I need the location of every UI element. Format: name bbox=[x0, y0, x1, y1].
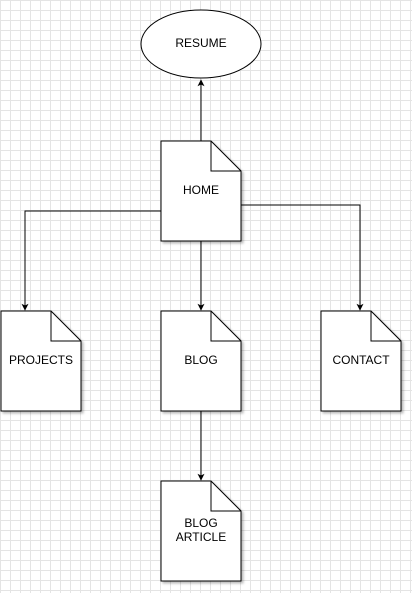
node-home[interactable]: HOME bbox=[160, 140, 242, 242]
arrow-home-to-projects bbox=[21, 210, 161, 311]
node-resume[interactable]: RESUME bbox=[140, 9, 262, 79]
node-resume-label: RESUME bbox=[175, 36, 226, 50]
node-home-label-line: HOME bbox=[183, 183, 219, 197]
node-home-document-shape bbox=[160, 140, 242, 242]
node-home-label: HOME bbox=[183, 183, 219, 197]
arrow-home-to-contact bbox=[241, 204, 364, 311]
node-blog[interactable]: BLOG bbox=[160, 310, 242, 412]
node-projects-document-shape bbox=[0, 310, 82, 412]
node-projects-fold-corner bbox=[50, 311, 81, 342]
node-blog-article-label-line: ARTICLE bbox=[176, 530, 226, 544]
node-contact[interactable]: CONTACT bbox=[320, 310, 402, 412]
node-contact-document-shape bbox=[320, 310, 402, 412]
node-projects[interactable]: PROJECTS bbox=[0, 310, 82, 412]
node-contact-label: CONTACT bbox=[332, 353, 390, 367]
node-blog-fold-corner bbox=[210, 311, 241, 342]
node-blog-label-line: BLOG bbox=[184, 353, 217, 367]
node-blog-article-fold-corner bbox=[210, 481, 241, 512]
node-resume-label-line: RESUME bbox=[175, 36, 226, 50]
node-blog-article-label-line: BLOG bbox=[184, 516, 217, 530]
node-home-fold-corner bbox=[210, 141, 241, 172]
node-resume-ellipse bbox=[140, 9, 262, 79]
node-blog-label: BLOG bbox=[184, 353, 217, 367]
node-contact-fold-corner bbox=[370, 311, 401, 342]
node-blog-article-document-shape bbox=[160, 480, 242, 582]
node-contact-label-line: CONTACT bbox=[332, 353, 390, 367]
connectors bbox=[21, 79, 364, 481]
node-projects-label: PROJECTS bbox=[9, 353, 73, 367]
node-projects-label-line: PROJECTS bbox=[9, 353, 73, 367]
node-blog-document-shape bbox=[160, 310, 242, 412]
